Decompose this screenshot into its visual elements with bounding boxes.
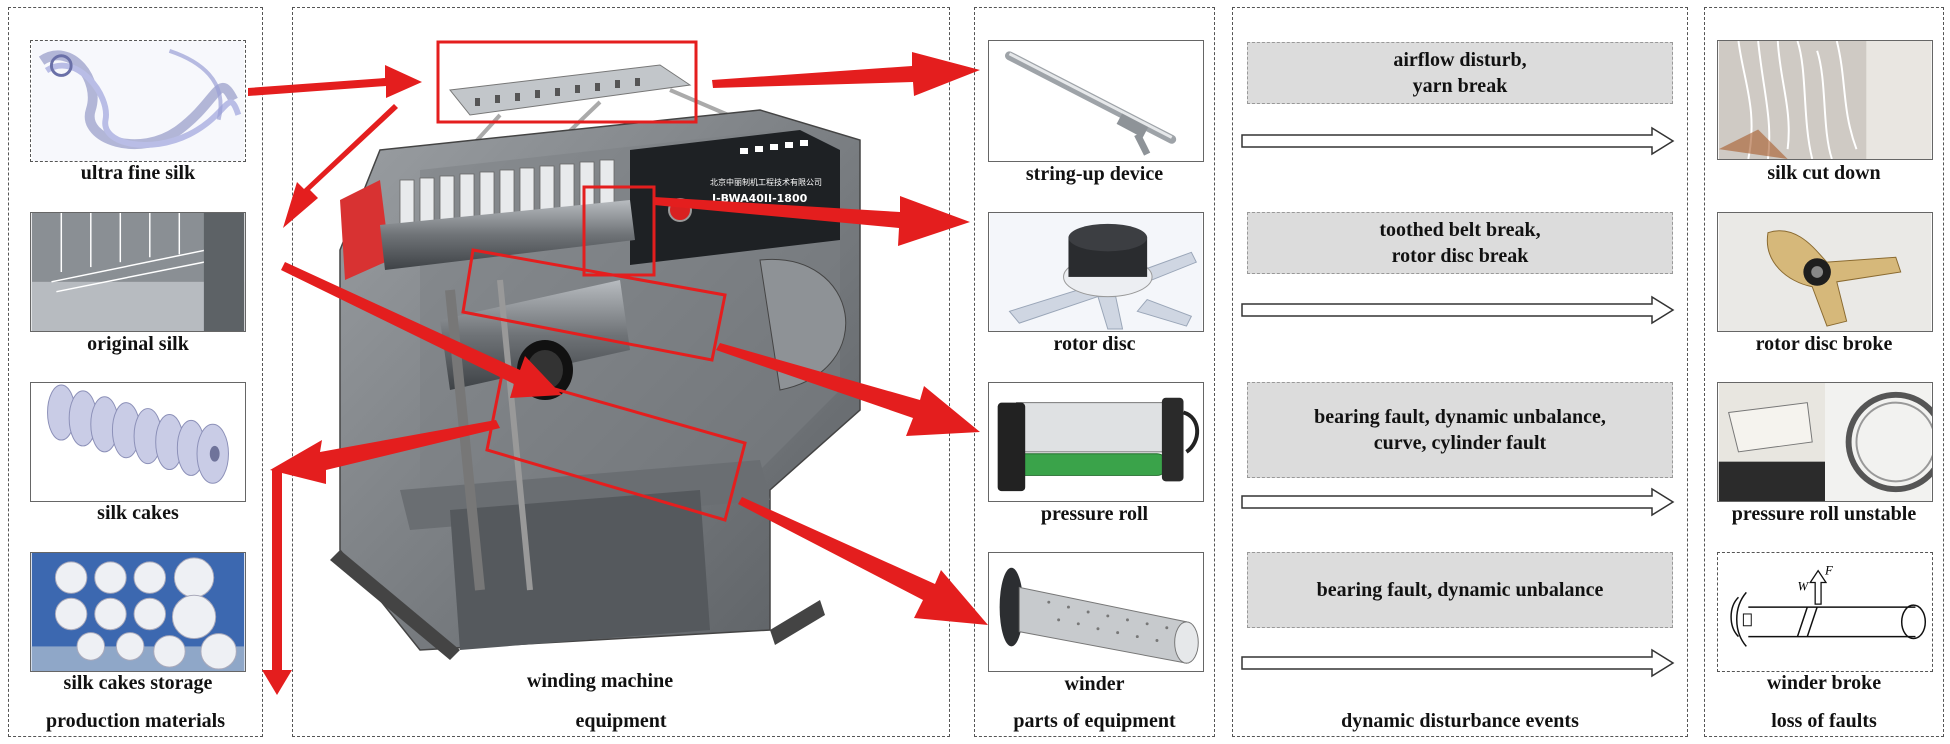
dynamic-disturbance-events-title: dynamic disturbance events <box>1341 710 1579 732</box>
winder-label: winder <box>1064 673 1125 695</box>
winder-image <box>988 552 1204 672</box>
rotor-disc-broke-label: rotor disc broke <box>1755 333 1893 355</box>
events-panel <box>1232 7 1688 737</box>
silk-cakes-image <box>30 382 246 502</box>
production-materials-title: production materials <box>45 710 226 732</box>
event-box: bearing fault, dynamic unbalance <box>1247 552 1673 628</box>
rotor-disc-image <box>988 212 1204 332</box>
loss-of-faults-title: loss of faults <box>1771 710 1877 732</box>
ultra-fine-silk-label: ultra fine silk <box>80 162 196 184</box>
pressure-roll-unstable-label: pressure roll unstable <box>1731 503 1917 525</box>
force-label: F <box>1824 564 1833 578</box>
original-silk-label: original silk <box>87 333 189 355</box>
event-box: airflow disturb, yarn break <box>1247 42 1673 104</box>
faults-panel <box>1704 7 1944 737</box>
event-arrow <box>1241 487 1675 517</box>
winding-machine-illustration: 北京中丽制机工程技术有限公司 I-BWA40II-1800 <box>330 64 861 660</box>
silk-cakes-storage-label: silk cakes storage <box>63 672 213 694</box>
event-arrow <box>1241 295 1675 325</box>
rotor-disc-label: rotor disc <box>1053 333 1136 355</box>
silk-cakes-label: silk cakes <box>97 502 179 524</box>
silk-cakes-storage-image <box>30 552 246 672</box>
parts-of-equipment-title: parts of equipment <box>1013 710 1176 732</box>
ultra-fine-silk-image <box>30 40 246 162</box>
string-up-device-label: string-up device <box>1025 163 1164 185</box>
original-silk-image <box>30 212 246 332</box>
event-arrow <box>1241 648 1675 678</box>
event-box: toothed belt break, rotor disc break <box>1247 212 1673 274</box>
weight-label: W <box>1797 579 1809 593</box>
winder-broke-label: winder broke <box>1766 672 1882 694</box>
winding-machine-label: winding machine <box>526 670 674 692</box>
event-arrow <box>1241 126 1675 156</box>
rotor-disc-broke-image <box>1717 212 1933 332</box>
silk-cut-down-label: silk cut down <box>1767 162 1881 184</box>
pressure-roll-image <box>988 382 1204 502</box>
string-up-device-image <box>988 40 1204 162</box>
event-box: bearing fault, dynamic unbalance, curve,… <box>1247 382 1673 478</box>
pressure-roll-unstable-image <box>1717 382 1933 502</box>
winder-broke-image: F W <box>1717 552 1933 672</box>
pressure-roll-label: pressure roll <box>1040 503 1149 525</box>
machine-model-text: I-BWA40II-1800 <box>712 192 808 205</box>
red-arrow <box>262 470 292 695</box>
equipment-title: equipment <box>575 710 667 732</box>
silk-cut-down-image <box>1717 40 1933 160</box>
machine-brand-text: 北京中丽制机工程技术有限公司 <box>710 177 822 187</box>
production-materials-panel <box>8 7 263 737</box>
